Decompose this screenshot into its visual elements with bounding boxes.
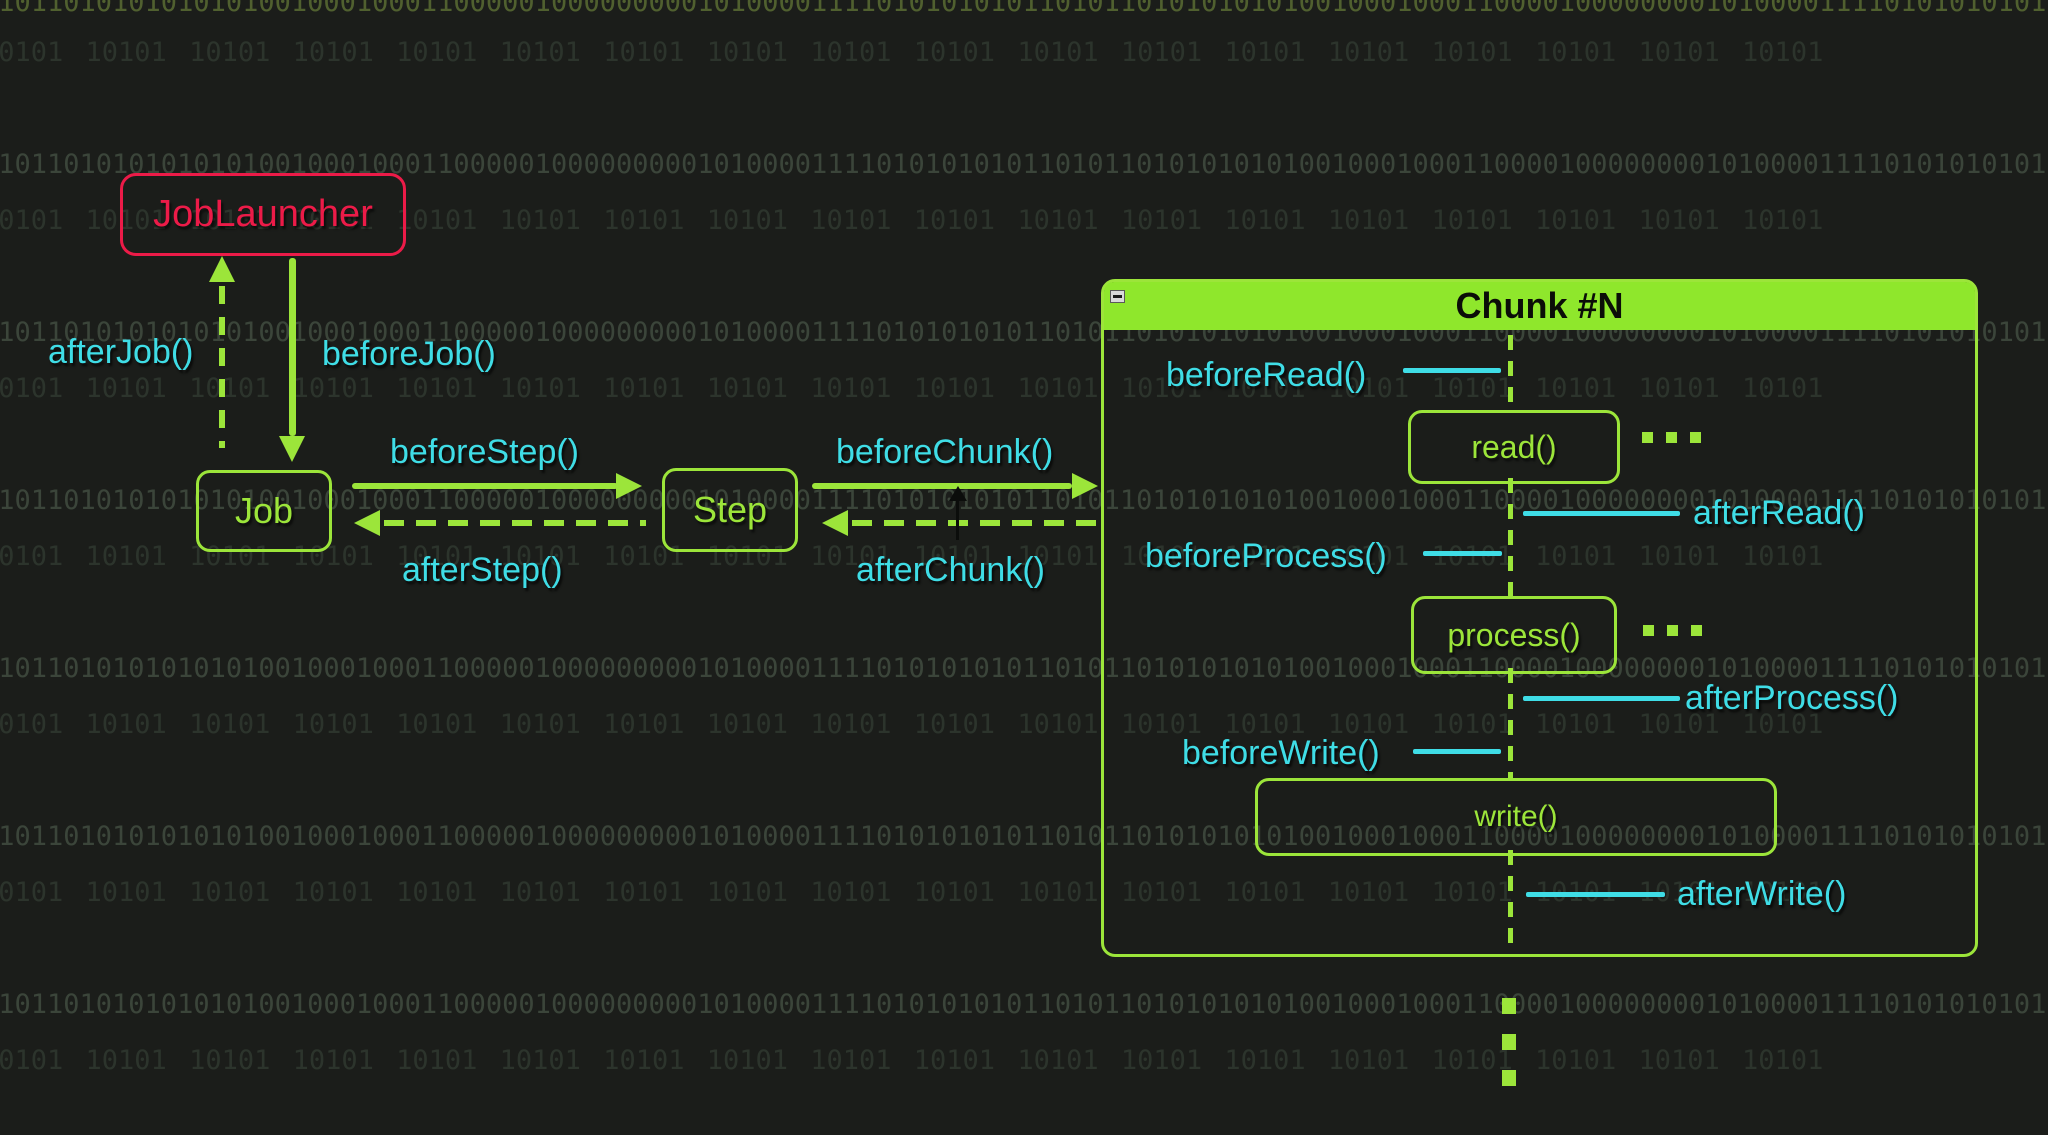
after-process-connector <box>1523 696 1680 701</box>
write-label: write() <box>1474 800 1558 833</box>
ellipsis-dot <box>1667 625 1678 636</box>
lifeline-segment <box>1508 850 1513 947</box>
read-box: read() <box>1408 410 1620 484</box>
window-menu-icon <box>1110 290 1125 303</box>
job-label: Job <box>234 490 294 531</box>
job-launcher-box: JobLauncher <box>120 173 406 256</box>
after-read-label: afterRead() <box>1693 494 1865 532</box>
before-job-label: beforeJob() <box>322 335 496 373</box>
before-step-arrow <box>352 483 618 489</box>
binary-row: 0101101010101010100100010001100000100000… <box>0 990 2048 1020</box>
chunk-loop-arrowhead-icon <box>949 486 967 501</box>
process-box: process() <box>1411 596 1617 674</box>
before-read-label: beforeRead() <box>1166 356 1367 394</box>
binary-row: 10101 10101 10101 10101 10101 10101 1010… <box>0 1046 1824 1076</box>
chunk-window: Chunk #N beforeRead() read() afterRead()… <box>1101 279 1978 957</box>
lifeline-segment <box>1508 335 1513 410</box>
write-box: write() <box>1255 778 1777 856</box>
before-write-connector <box>1413 749 1501 754</box>
job-launcher-label: JobLauncher <box>153 193 373 235</box>
after-job-label: afterJob() <box>48 333 194 371</box>
after-chunk-arrowhead-icon <box>822 510 848 536</box>
before-read-connector <box>1403 368 1501 373</box>
chunk-window-title: Chunk #N <box>1455 285 1624 326</box>
chunk-loop-arrow <box>956 500 959 540</box>
after-job-arrowhead-icon <box>209 256 235 282</box>
ellipsis-dot <box>1642 432 1653 443</box>
continuation-dot <box>1502 998 1516 1014</box>
after-step-arrowhead-icon <box>354 510 380 536</box>
ellipsis-dot <box>1666 432 1677 443</box>
step-box: Step <box>662 468 798 552</box>
process-label: process() <box>1447 616 1581 653</box>
before-write-label: beforeWrite() <box>1182 734 1380 772</box>
binary-row: 10101 10101 10101 10101 10101 10101 1010… <box>0 38 1824 68</box>
step-label: Step <box>692 489 768 530</box>
continuation-dot <box>1502 1034 1516 1050</box>
after-step-arrow <box>384 520 646 526</box>
ellipsis-dot <box>1643 625 1654 636</box>
after-chunk-arrow <box>852 520 1098 526</box>
before-chunk-label: beforeChunk() <box>836 433 1054 471</box>
before-step-arrowhead-icon <box>616 473 642 499</box>
before-step-label: beforeStep() <box>390 433 579 471</box>
ellipsis-dot <box>1691 625 1702 636</box>
chunk-window-titlebar: Chunk #N <box>1104 282 1975 330</box>
read-label: read() <box>1471 428 1557 465</box>
after-process-label: afterProcess() <box>1685 679 1899 717</box>
after-job-arrow <box>219 286 225 448</box>
after-write-connector <box>1526 892 1665 897</box>
before-chunk-arrowhead-icon <box>1072 473 1098 499</box>
before-job-arrow <box>289 258 296 436</box>
ellipsis-dot <box>1690 432 1701 443</box>
after-chunk-label: afterChunk() <box>856 551 1045 589</box>
job-box: Job <box>196 470 332 552</box>
before-process-label: beforeProcess() <box>1145 537 1387 575</box>
before-process-connector <box>1423 551 1502 556</box>
binary-row: 0101101010101010100100010001100000100000… <box>0 0 2048 18</box>
lifeline-segment <box>1508 668 1513 778</box>
before-job-arrowhead-icon <box>279 436 305 462</box>
before-chunk-arrow <box>812 483 1072 489</box>
after-write-label: afterWrite() <box>1677 875 1847 913</box>
lifeline-segment <box>1508 478 1513 596</box>
after-read-connector <box>1523 511 1680 516</box>
continuation-dot <box>1502 1070 1516 1086</box>
after-step-label: afterStep() <box>402 551 563 589</box>
